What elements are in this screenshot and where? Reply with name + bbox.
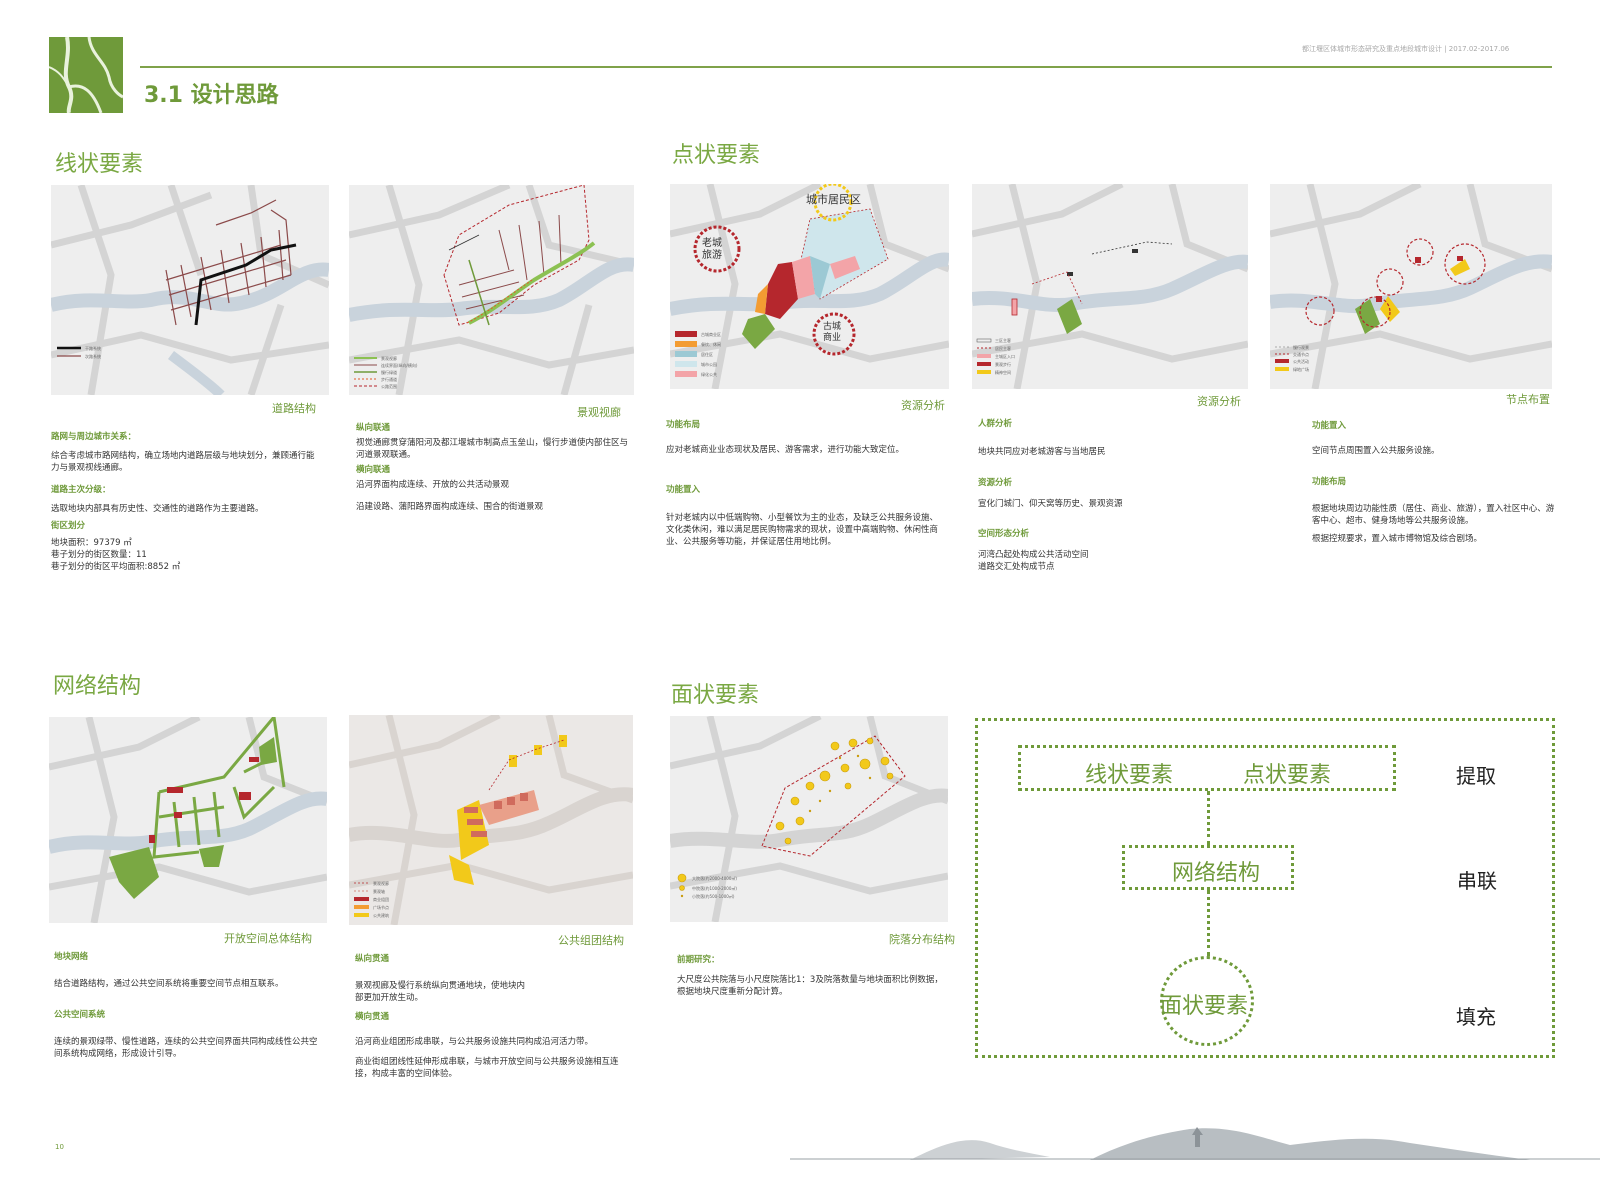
page-title: 3.1 设计思路 bbox=[144, 83, 279, 108]
skyline-illustration bbox=[790, 1115, 1600, 1160]
network-box bbox=[1122, 845, 1294, 890]
svg-text:小院落(约500-1000㎡): 小院落(约500-1000㎡) bbox=[692, 893, 735, 899]
svg-text:城市公园: 城市公园 bbox=[701, 361, 717, 367]
svg-text:古城商业区: 古城商业区 bbox=[701, 331, 721, 337]
label-connect: 串联 bbox=[1457, 869, 1497, 893]
road-legend-1: 干路系统 bbox=[85, 345, 101, 351]
project-info: 都江堰区体城市形态研究及重点地段城市设计 | 2017.02-2017.06 bbox=[1302, 45, 1510, 53]
box-word-linear: 线状要素 bbox=[1085, 763, 1174, 788]
svg-text:景观视廊: 景观视廊 bbox=[381, 355, 397, 361]
svg-text:绿化公共: 绿化公共 bbox=[701, 371, 717, 377]
header-rule bbox=[140, 66, 1552, 68]
svg-text:绿地广场: 绿地广场 bbox=[1293, 366, 1309, 372]
text-open-space: 地块网络 结合道路结构，通过公共空间系统将重要空间节点相互联系。 公共空间系统 … bbox=[54, 952, 318, 1059]
courtyard-map: 大院落(约2000-4000㎡) 中院落(约1000-2000㎡) 小院落(约5… bbox=[670, 716, 948, 922]
svg-text:公共活动: 公共活动 bbox=[1293, 358, 1309, 364]
svg-text:步行通道: 步行通道 bbox=[381, 376, 397, 382]
section-title-linear: 线状要素 bbox=[55, 152, 144, 177]
box-word-point: 点状要素 bbox=[1243, 763, 1332, 788]
caption-open-space: 开放空间总体结构 bbox=[224, 932, 312, 945]
svg-text:慢行绿道: 慢行绿道 bbox=[381, 369, 397, 375]
circle-word-area: 面状要素 bbox=[1160, 994, 1249, 1019]
node-layout-map: 慢行观景 交通节点 公共活动 绿地广场 bbox=[1270, 184, 1552, 389]
concept-diagram bbox=[975, 718, 1555, 1058]
svg-text:居住区: 居住区 bbox=[701, 351, 713, 357]
callout-old-town-tourism: 老城旅游 bbox=[702, 238, 722, 261]
text-cluster: 纵向贯通 景观视廊及慢行系统纵向贯通地块，使地块内部更加开放生动。 横向贯通 沿… bbox=[355, 954, 619, 1079]
extract-box bbox=[1018, 745, 1396, 791]
resource-analysis-map-1: 古城商业区 餐饮、休闲 居住区 城市公园 绿化公共 城市居民区 老城旅游 古城商… bbox=[670, 184, 949, 389]
section-title-area: 面状要素 bbox=[671, 683, 760, 708]
svg-text:慢行观景: 慢行观景 bbox=[1293, 344, 1309, 350]
caption-cluster: 公共组团结构 bbox=[558, 934, 624, 947]
callout-residential: 城市居民区 bbox=[806, 193, 861, 206]
caption-resource-1: 资源分析 bbox=[901, 399, 945, 412]
callout-old-town-commerce: 古城商业 bbox=[823, 322, 842, 343]
svg-text:居民主客: 居民主客 bbox=[995, 345, 1011, 351]
text-corridor: 纵向联通 视觉通廊贯穿蒲阳河及都江堰城市制高点玉垒山，慢行步道使内部住区与河道景… bbox=[356, 423, 629, 512]
text-node: 功能置入 空间节点周围置入公共服务设施。 功能布局 根据地块周边功能性质（居住、… bbox=[1312, 421, 1555, 544]
svg-text:景观轴: 景观轴 bbox=[373, 888, 385, 894]
label-extract: 提取 bbox=[1456, 764, 1496, 788]
resource-analysis-map-2: 三区主客 居民主客 主城区入口 景观步行 精神空间 bbox=[972, 184, 1248, 389]
caption-corridor: 景观视廊 bbox=[577, 406, 621, 419]
label-fill: 填充 bbox=[1456, 1005, 1496, 1029]
svg-text:公路范围: 公路范围 bbox=[381, 383, 397, 389]
text-road-structure: 路网与周边城市关系： 综合考虑城市路网结构，确立场地内道路层级与地块划分，兼顾通… bbox=[51, 432, 315, 572]
page-number: 10 bbox=[55, 1143, 64, 1151]
road-legend-2: 次路系统 bbox=[85, 353, 101, 359]
box-word-network: 网络结构 bbox=[1172, 861, 1261, 886]
caption-node: 节点布置 bbox=[1506, 393, 1550, 406]
text-resource-1: 功能布局 应对老城商业业态现状及居民、游客需求，进行功能大致定位。 功能置入 针… bbox=[666, 420, 939, 547]
svg-text:餐饮、休闲: 餐饮、休闲 bbox=[701, 341, 721, 347]
svg-text:交通节点: 交通节点 bbox=[1293, 351, 1309, 357]
road-structure-map: 干路系统 次路系统 bbox=[51, 185, 329, 395]
caption-resource-2: 资源分析 bbox=[1197, 395, 1241, 408]
area-circle bbox=[1160, 956, 1254, 1046]
svg-text:主城区入口: 主城区入口 bbox=[995, 353, 1015, 359]
caption-road: 道路结构 bbox=[272, 402, 316, 415]
text-resource-2: 人群分析 地块共同应对老城游客与当地居民 资源分析 宣化门城门、仰天窝等历史、景… bbox=[978, 419, 1123, 572]
svg-text:精神空间: 精神空间 bbox=[995, 369, 1011, 375]
connector-top bbox=[1207, 791, 1210, 845]
text-courtyard: 前期研究： 大尺度公共院落与小尺度院落比1：3及院落数量与地块面积比例数据，根据… bbox=[677, 955, 943, 997]
project-logo bbox=[49, 37, 123, 113]
public-cluster-map: 景观视廊 景观轴 商业组团 广场节点 公共建筑 bbox=[349, 715, 633, 925]
svg-text:商业组团: 商业组团 bbox=[373, 896, 389, 902]
svg-text:公共建筑: 公共建筑 bbox=[373, 912, 389, 918]
section-title-point: 点状要素 bbox=[672, 143, 761, 168]
open-space-map bbox=[49, 717, 327, 923]
svg-text:中院落(约1000-2000㎡): 中院落(约1000-2000㎡) bbox=[692, 885, 737, 891]
svg-text:广场节点: 广场节点 bbox=[373, 904, 389, 910]
section-title-network: 网络结构 bbox=[53, 674, 142, 699]
svg-text:三区主客: 三区主客 bbox=[995, 337, 1011, 343]
svg-text:景观视廊: 景观视廊 bbox=[373, 880, 389, 886]
svg-text:连续界面(纵向/横向): 连续界面(纵向/横向) bbox=[381, 362, 418, 368]
landscape-corridor-map: 景观视廊 连续界面(纵向/横向) 慢行绿道 步行通道 公路范围 bbox=[349, 185, 634, 395]
svg-text:景观步行: 景观步行 bbox=[995, 361, 1011, 367]
svg-text:大院落(约2000-4000㎡): 大院落(约2000-4000㎡) bbox=[692, 875, 737, 881]
caption-courtyard: 院落分布结构 bbox=[889, 933, 955, 946]
connector-bottom bbox=[1207, 890, 1210, 956]
